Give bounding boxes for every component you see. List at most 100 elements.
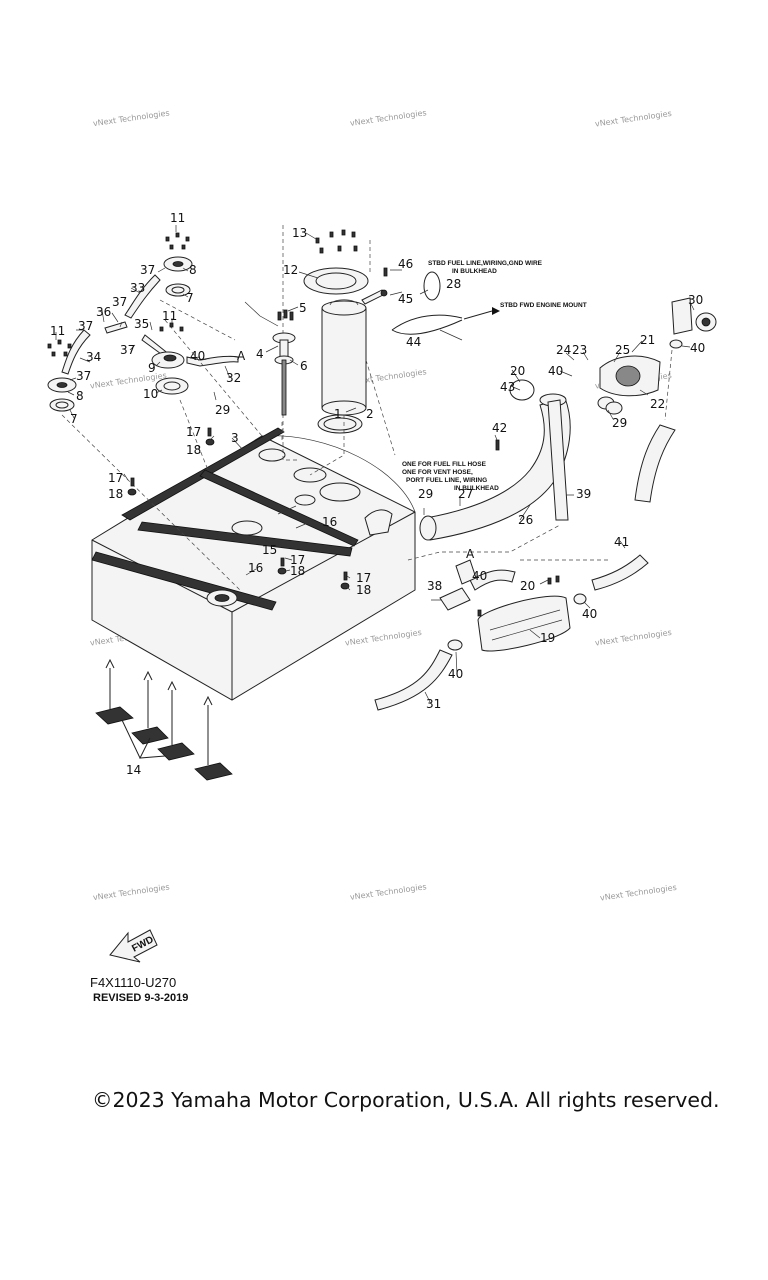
hoses — [199, 355, 676, 711]
callout-34: 34 — [86, 350, 101, 364]
callout-29: 29 — [418, 487, 433, 501]
callout-37: 37 — [140, 263, 155, 277]
callout-32: 32 — [226, 371, 241, 385]
callout-39: 39 — [576, 487, 591, 501]
callout-18: 18 — [356, 583, 371, 597]
connector-a: A — [237, 349, 246, 363]
watermark: vNext Technologies — [349, 882, 427, 902]
callout-37: 37 — [112, 295, 127, 309]
callout-18: 18 — [186, 443, 201, 457]
callout-4: 4 — [256, 347, 264, 361]
callout-41: 41 — [614, 535, 629, 549]
callout-44: 44 — [406, 335, 421, 349]
callout-18: 18 — [290, 564, 305, 578]
fwd-arrow: FWD — [109, 929, 158, 963]
level-sender — [244, 301, 296, 416]
callout-40: 40 — [690, 341, 705, 355]
callout-40: 40 — [548, 364, 563, 378]
wiring-and-ring — [361, 267, 500, 335]
note-port-4: IN BULKHEAD — [454, 485, 499, 492]
callout-20: 20 — [520, 579, 535, 593]
callout-46: 46 — [398, 257, 413, 271]
fuel-tank — [91, 422, 416, 701]
callout-24: 24 — [556, 343, 571, 357]
note-port-3: PORT FUEL LINE, WIRING — [406, 477, 487, 484]
callout-16: 16 — [248, 561, 263, 575]
drawing-code: F4X1110-U270 — [90, 975, 177, 990]
callout-10: 10 — [143, 387, 158, 401]
bolts-17-18 — [127, 427, 350, 590]
callout-25: 25 — [615, 343, 630, 357]
callout-5: 5 — [299, 301, 307, 315]
callout-37: 37 — [76, 369, 91, 383]
callout-23: 23 — [572, 343, 587, 357]
watermark: vNext Technologies — [594, 628, 672, 648]
fuel-filter — [439, 559, 587, 652]
screws-13 — [315, 229, 358, 254]
callouts: 11 13 46 12 37 8 28 33 7 45 37 5 36 11 3… — [50, 211, 705, 777]
callout-29: 29 — [215, 403, 230, 417]
leader-lines — [55, 225, 695, 703]
copyright-notice: ©2023 Yamaha Motor Corporation, U.S.A. A… — [92, 1088, 720, 1112]
callout-14: 14 — [126, 763, 141, 777]
callout-31: 31 — [426, 697, 441, 711]
callout-13: 13 — [292, 226, 307, 240]
callout-7: 7 — [70, 412, 78, 426]
filler-neck — [597, 297, 717, 421]
callout-30: 30 — [688, 293, 703, 307]
callout-11: 11 — [50, 324, 65, 338]
callout-26: 26 — [518, 513, 533, 527]
callout-33: 33 — [130, 281, 145, 295]
screws-11 — [47, 232, 190, 357]
vent-assembly-lower — [47, 299, 263, 591]
callout-16: 16 — [322, 515, 337, 529]
revision-date: REVISED 9-3-2019 — [93, 992, 189, 1004]
callout-45: 45 — [398, 292, 413, 306]
watermark: vNext Technologies — [92, 882, 170, 902]
vent-assembly-upper — [61, 256, 193, 375]
callout-15: 15 — [262, 543, 277, 557]
note-stbd-fuel-line: STBD FUEL LINE,WIRING,GND WIRE — [428, 260, 543, 267]
watermark: vNext Technologies — [349, 108, 427, 128]
callout-9: 9 — [148, 361, 156, 375]
callout-11: 11 — [170, 211, 185, 225]
callout-21: 21 — [640, 333, 655, 347]
callout-40: 40 — [190, 349, 205, 363]
callout-42: 42 — [492, 421, 507, 435]
connector-a: A — [466, 547, 475, 561]
note-port-1: ONE FOR FUEL FILL HOSE — [402, 461, 487, 468]
callout-36: 36 — [96, 305, 111, 319]
callout-2: 2 — [366, 407, 374, 421]
callout-27: 27 — [458, 487, 473, 501]
callout-22: 22 — [650, 397, 665, 411]
callout-17: 17 — [356, 571, 371, 585]
callout-37: 37 — [78, 319, 93, 333]
watermark: vNext Technologies — [344, 628, 422, 648]
callout-40: 40 — [582, 607, 597, 621]
note-port-2: ONE FOR VENT HOSE, — [402, 469, 473, 476]
watermark: vNext Technologies — [594, 109, 672, 129]
callout-17: 17 — [290, 553, 305, 567]
callout-7: 7 — [186, 291, 194, 305]
callout-35: 35 — [134, 317, 149, 331]
callout-40: 40 — [472, 569, 487, 583]
callout-18: 18 — [108, 487, 123, 501]
callout-8: 8 — [76, 389, 84, 403]
callout-12: 12 — [283, 263, 298, 277]
callout-20: 20 — [510, 364, 525, 378]
note-stbd-fuel-line-2: IN BULKHEAD — [452, 268, 497, 275]
callout-17: 17 — [186, 425, 201, 439]
watermark: vNext Technologies — [599, 883, 677, 903]
rubber-pads — [95, 658, 233, 781]
note-stbd-engine-mount: STBD FWD ENGINE MOUNT — [500, 302, 587, 309]
callout-43: 43 — [500, 380, 515, 394]
callout-38: 38 — [427, 579, 442, 593]
callout-1: 1 — [334, 407, 342, 421]
callout-11: 11 — [162, 309, 177, 323]
callout-8: 8 — [189, 263, 197, 277]
callout-37: 37 — [120, 343, 135, 357]
watermark: vNext Technologies — [92, 108, 170, 128]
notes: STBD FUEL LINE,WIRING,GND WIRE IN BULKHE… — [402, 260, 587, 492]
callout-6: 6 — [300, 359, 308, 373]
